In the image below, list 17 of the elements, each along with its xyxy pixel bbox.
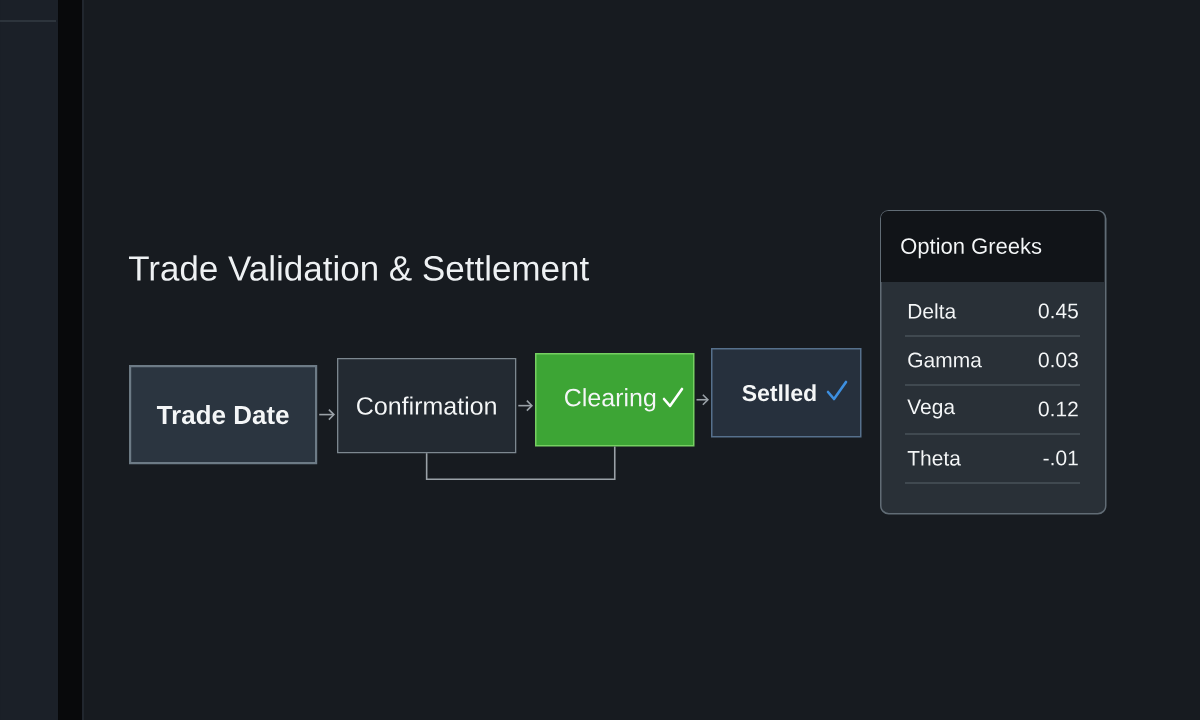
greek-value: 0.12 <box>1038 401 1078 417</box>
greek-label: Gamma <box>908 352 982 368</box>
greek-label: Theta <box>907 450 961 466</box>
title: Trade Validation & Settlement <box>129 255 589 281</box>
connector-line <box>425 445 616 481</box>
greek-label: Delta <box>908 303 957 319</box>
process-box: Clearing <box>535 353 695 447</box>
process-box: Confirmation <box>337 358 517 454</box>
process-box: Setlled <box>711 348 862 438</box>
arrow <box>517 399 533 412</box>
arrow <box>695 393 709 406</box>
greek-value: 0.03 <box>1038 352 1078 368</box>
arrow <box>318 408 335 421</box>
greek-value: -.01 <box>1043 450 1078 466</box>
greek-value: 0.45 <box>1038 303 1078 319</box>
process-box: Trade Date <box>129 365 318 465</box>
greek-label: Vega <box>907 399 956 419</box>
